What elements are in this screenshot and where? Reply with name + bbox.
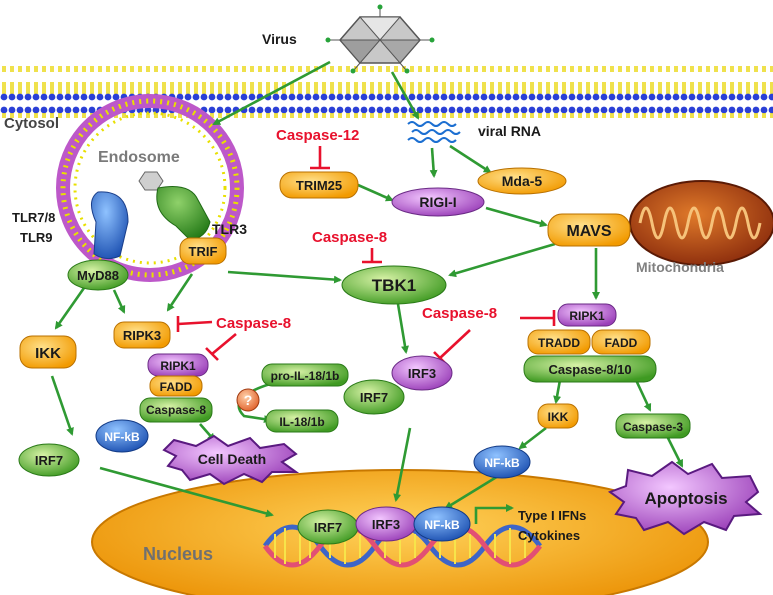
svg-text:RIGI-I: RIGI-I (419, 194, 456, 210)
svg-text:FADD: FADD (605, 336, 638, 350)
node-mda5: Mda-5 (477, 167, 567, 195)
node-cell-death: Cell Death (162, 434, 300, 486)
node-ripk1-right: RIPK1 (557, 303, 617, 327)
svg-text:NF-kB: NF-kB (484, 456, 520, 470)
svg-text:Caspase-8: Caspase-8 (146, 403, 206, 417)
svg-text:IRF7: IRF7 (314, 520, 342, 535)
node-irf3-mid: IRF3 (391, 355, 453, 391)
inhibition-lines (176, 146, 556, 365)
activation-arrows (50, 60, 684, 524)
node-ikk-right: IKK (537, 403, 579, 429)
node-il18: IL-18/1b (265, 409, 339, 433)
svg-text:RIPK1: RIPK1 (160, 359, 196, 373)
viral-rna-label: viral RNA (478, 123, 541, 139)
tlr9-label: TLR9 (20, 230, 53, 245)
caspase12-inhibitor: Caspase-12 (276, 127, 359, 144)
svg-text:IKK: IKK (35, 345, 61, 362)
node-nuc-irf7: IRF7 (297, 509, 359, 545)
node-ripk1-left: RIPK1 (147, 353, 209, 377)
svg-text:Caspase-8/10: Caspase-8/10 (548, 362, 631, 377)
node-caspase810: Caspase-8/10 (523, 355, 657, 383)
type1-ifns-label: Type I IFNs (518, 508, 586, 523)
svg-text:IRF3: IRF3 (372, 517, 400, 532)
svg-text:Mda-5: Mda-5 (502, 173, 543, 189)
svg-text:MAVS: MAVS (566, 223, 611, 240)
cytokines-label: Cytokines (518, 528, 580, 543)
node-tbk1: TBK1 (341, 265, 447, 305)
node-ripk3: RIPK3 (113, 321, 171, 349)
tlr3-label: TLR3 (212, 221, 247, 237)
endosome-label: Endosome (98, 149, 180, 166)
virus-icon (325, 4, 435, 74)
svg-text:IRF7: IRF7 (360, 390, 388, 405)
svg-text:IRF7: IRF7 (35, 453, 63, 468)
svg-text:NF-kB: NF-kB (424, 518, 460, 532)
svg-text:Caspase-3: Caspase-3 (623, 420, 683, 434)
mitochondria-label: Mitochondria (636, 259, 724, 275)
svg-text:pro-IL-18/1b: pro-IL-18/1b (271, 369, 340, 383)
svg-text:MyD88: MyD88 (77, 268, 119, 283)
svg-text:Cell Death: Cell Death (198, 451, 266, 467)
tlr3-receptor (156, 186, 211, 241)
virus-label: Virus (262, 31, 297, 47)
svg-text:RIPK1: RIPK1 (569, 309, 605, 323)
svg-text:IKK: IKK (548, 410, 569, 424)
svg-text:RIPK3: RIPK3 (123, 328, 161, 343)
node-ikk-left: IKK (19, 335, 77, 369)
svg-text:Apoptosis: Apoptosis (644, 489, 727, 508)
node-irf7-left: IRF7 (18, 443, 80, 477)
nucleus-label: Nucleus (143, 544, 213, 564)
caspase8-tbk1-inhibitor: Caspase-8 (312, 229, 387, 246)
node-tradd: TRADD (527, 329, 591, 355)
node-fadd-right: FADD (591, 329, 651, 355)
svg-text:TBK1: TBK1 (372, 276, 416, 295)
svg-text:NF-kB: NF-kB (104, 430, 140, 444)
node-trim25: TRIM25 (279, 171, 359, 199)
node-nfkb-right: NF-kB (473, 445, 531, 479)
node-nuc-nfkb: NF-kB (413, 506, 471, 542)
mitochondria (629, 180, 773, 266)
node-myd88: MyD88 (67, 259, 129, 291)
node-rigi: RIGI-I (391, 187, 485, 217)
svg-text:TRADD: TRADD (538, 336, 580, 350)
cytosol-label: Cytosol (4, 115, 59, 132)
node-fadd-left: FADD (149, 375, 203, 397)
node-irf7-mid: IRF7 (343, 379, 405, 415)
node-apoptosis: Apoptosis (607, 460, 763, 536)
svg-text:TRIF: TRIF (189, 244, 218, 259)
caspase8-left-inhibitor: Caspase-8 (216, 315, 291, 332)
node-nfkb-left: NF-kB (95, 419, 149, 453)
svg-text:TRIM25: TRIM25 (296, 178, 342, 193)
node-trif: TRIF (179, 237, 227, 265)
tlr78-receptor (91, 191, 129, 260)
node-caspase3: Caspase-3 (615, 413, 691, 439)
caspase8-right-inhibitor: Caspase-8 (422, 305, 497, 322)
node-caspase8-left: Caspase-8 (139, 397, 213, 423)
svg-text:FADD: FADD (160, 380, 193, 394)
node-pro-il18: pro-IL-18/1b (261, 363, 349, 387)
viral-rna-icon (407, 121, 461, 143)
tlr78-label: TLR7/8 (12, 210, 55, 225)
node-nuc-irf3: IRF3 (355, 506, 417, 542)
node-mavs: MAVS (547, 213, 631, 247)
svg-text:IL-18/1b: IL-18/1b (279, 415, 324, 429)
svg-text:IRF3: IRF3 (408, 366, 436, 381)
question-icon: ? (236, 388, 260, 412)
svg-text:?: ? (244, 392, 253, 408)
